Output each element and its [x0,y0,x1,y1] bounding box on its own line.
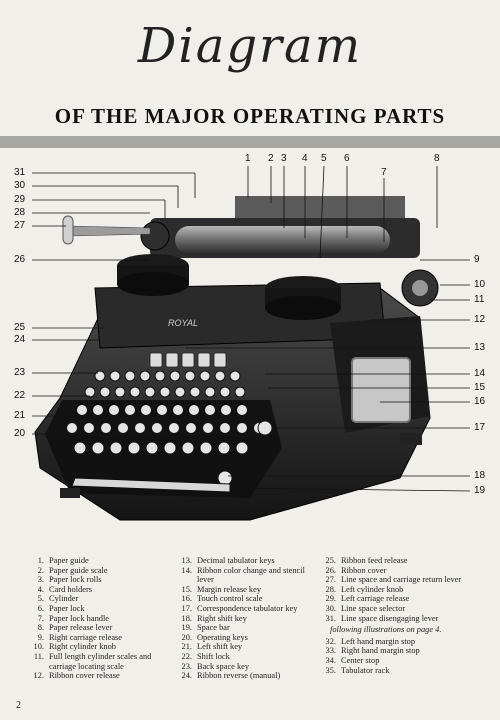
typewriter-illustration: ROYAL [32,165,471,521]
legend-item: 12.Ribbon cover release [33,671,120,681]
legend-item: 6.Paper lock [37,603,85,613]
callout-22: 22 [14,390,26,401]
callout-9: 9 [474,254,480,265]
legend-item: 5.Cylinder [37,594,79,604]
brand-badge: ROYAL [168,318,198,328]
gray-divider-band [0,136,500,148]
callout-16: 16 [474,396,486,407]
legend-item: 25.Ribbon feed release [325,556,408,565]
callout-2: 2 [268,153,274,164]
callout-28: 28 [14,207,26,218]
callout-26: 26 [14,254,26,265]
callout-13: 13 [474,342,486,353]
callout-23: 23 [14,367,26,378]
legend-item: 34.Center stop [325,655,380,665]
callout-31: 31 [14,167,26,178]
legend-item: 14.Ribbon color change and stencil lever [181,565,305,585]
carriage-return-lever [65,225,151,237]
cylinder [175,226,390,254]
callout-7: 7 [381,167,387,178]
legend-item: 32.Left hand margin stop [325,636,416,646]
legend-item: 19.Space bar [181,623,230,633]
decimal-tabulator-keys [149,352,227,368]
legend-item: 29.Left carriage release [325,594,410,604]
callout-30: 30 [14,180,26,191]
legend-item: 31.Line space disengaging lever [325,613,439,623]
legend-item: 22.Shift lock [181,651,230,661]
paper-table [235,196,405,218]
side-window [351,357,411,423]
callout-1: 1 [245,153,251,164]
tabulator-key-shape [257,420,273,436]
callout-27: 27 [14,220,26,231]
operating-keys [66,370,273,486]
page-number: 2 [16,700,21,711]
callout-15: 15 [474,382,486,393]
callout-19: 19 [474,485,486,496]
legend-column-3: 25.Ribbon feed release 26.Ribbon cover 2… [322,556,462,675]
legend-item: 27.Line space and carriage return lever [325,575,462,585]
legend-column-2: 13.Decimal tabulator keys 14.Ribbon colo… [178,556,316,681]
callout-6: 6 [344,153,350,164]
callout-11: 11 [474,294,485,305]
callout-21: 21 [14,410,26,421]
legend-item: 7.Paper lock handle [37,613,109,623]
legend-item: 2.Paper guide scale [37,565,108,575]
callout-29: 29 [14,194,26,205]
legend-item: 13.Decimal tabulator keys [181,556,275,565]
legend-column-1: 1.Paper guide 2.Paper guide scale 3.Pape… [30,556,170,681]
legend-item: 20.Operating keys [181,632,248,642]
callout-14: 14 [474,368,486,379]
legend-item: 9.Right carriage release [37,632,123,642]
callout-5: 5 [321,153,327,164]
callout-25: 25 [14,322,26,333]
legend-item: 21.Left shift key [181,642,243,652]
page-subtitle: OF THE MAJOR OPERATING PARTS [54,104,446,128]
space-bar [71,477,231,493]
legend-item: 18.Right shift key [181,613,247,623]
legend-item: 26.Ribbon cover [325,565,387,575]
parts-legend: 1.Paper guide 2.Paper guide scale 3.Pape… [0,556,500,696]
legend-item: 16.Touch control scale [181,594,263,604]
right-shift-key-shape [217,470,233,486]
legend-item: 17.Correspondence tabulator key [181,603,298,613]
legend-item: 23.Back space key [181,661,250,671]
legend-item: 30.Line space selector [325,603,406,613]
legend-item: 10.Right cylinder knob [33,642,116,652]
callout-20: 20 [14,428,26,439]
legend-item: 33.Right hand margin stop [325,646,420,656]
callout-12: 12 [474,314,486,325]
legend-item: 3.Paper lock rolls [37,575,102,585]
page-title: Diagram [137,18,363,74]
legend-item: 15.Margin release key [181,584,262,594]
callout-3: 3 [281,153,287,164]
callout-8: 8 [434,153,440,164]
legend-item: 8.Paper release lever [37,623,113,633]
leader-lines [32,165,471,492]
legend-item: 28.Left cylinder knob [325,584,404,594]
callout-10: 10 [474,279,486,290]
callout-17: 17 [474,422,486,433]
typewriter-diagram: ROYAL [0,148,500,548]
callout-18: 18 [474,470,486,481]
legend-note: following illustrations on page 4. [330,625,442,635]
callout-24: 24 [14,334,26,345]
legend-item: 4.Card holders [37,584,93,594]
legend-item: 1.Paper guide [37,556,89,565]
left-cylinder-knob [140,221,170,251]
legend-item: 35.Tabulator rack [325,665,390,675]
callout-4: 4 [302,153,308,164]
legend-item: 11.Full length cylinder scales and carri… [33,651,152,671]
legend-item: 24.Ribbon reverse (manual) [181,671,281,681]
